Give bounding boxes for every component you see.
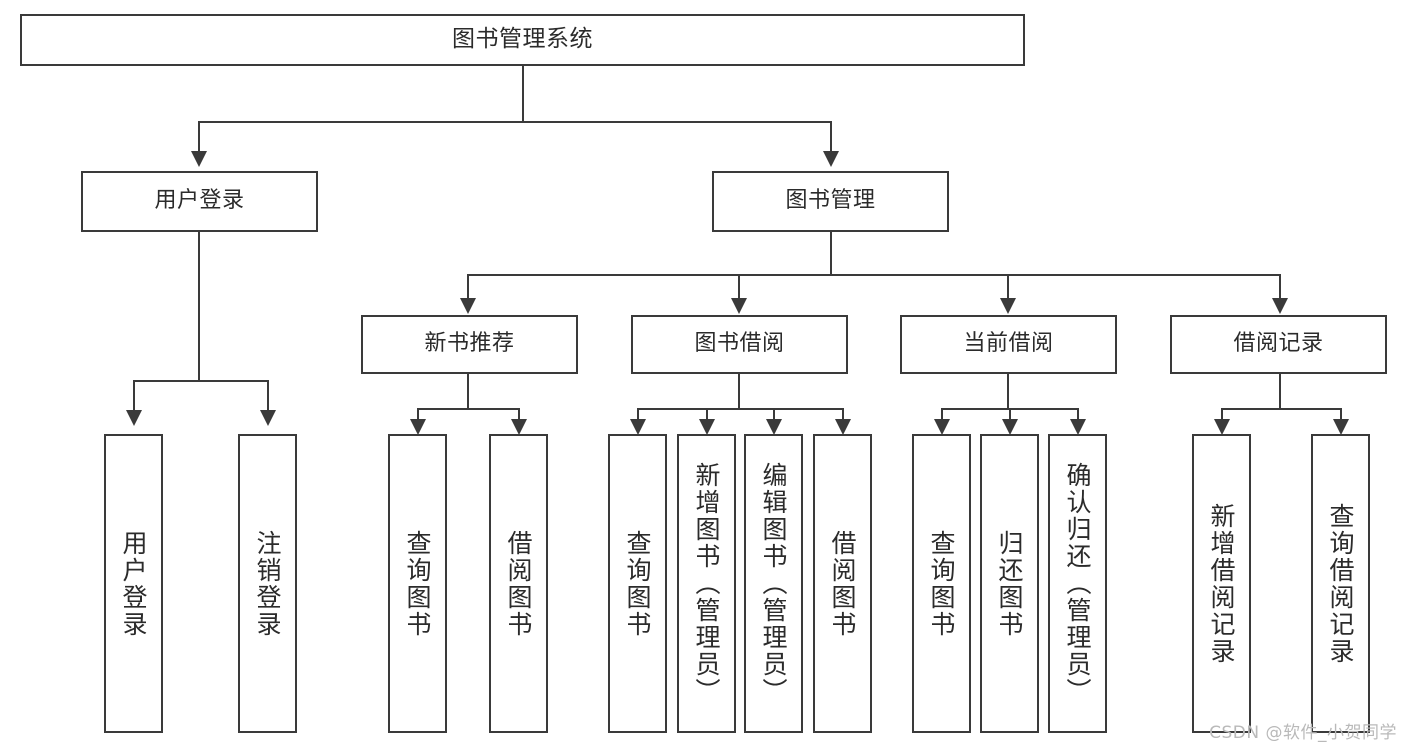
node-borrow-record[interactable]: 借阅记录 (1170, 315, 1387, 374)
connector-new-book-drop-1 (417, 408, 419, 420)
node-label: 查询图书 (403, 529, 432, 638)
node-label: 图书管理 (785, 188, 876, 214)
connector-user-login-stem (198, 232, 200, 380)
node-label: 新书推荐 (424, 331, 515, 357)
arrowhead-leaf-edit-book (766, 419, 782, 435)
leaf-edit-book[interactable]: 编辑图书（管理员） (744, 434, 803, 733)
leaf-add-record[interactable]: 新增借阅记录 (1192, 434, 1251, 733)
node-label: 借阅记录 (1233, 331, 1324, 357)
connector-book-borrow-drop-3 (773, 408, 775, 420)
leaf-borrow-book-1[interactable]: 借阅图书 (489, 434, 548, 733)
connector-new-book-bus (417, 408, 518, 410)
connector-root-stem (522, 66, 524, 121)
connector-user-login-bus (133, 380, 267, 382)
node-new-book-recommend[interactable]: 新书推荐 (361, 315, 578, 374)
node-label: 图书管理系统 (452, 26, 593, 53)
node-label: 图书借阅 (694, 331, 785, 357)
connector-book-management-stem (830, 232, 832, 274)
node-label: 借阅图书 (504, 529, 533, 638)
node-book-borrow[interactable]: 图书借阅 (631, 315, 848, 374)
arrowhead-leaf-add-book (699, 419, 715, 435)
connector-borrow-record-bus (1221, 408, 1340, 410)
arrowhead-leaf-query-book-3 (934, 419, 950, 435)
connector-to-user-login (198, 121, 200, 151)
connector-current-borrow-stem (1007, 374, 1009, 408)
watermark-text: CSDN @软件_小贺同学 (1209, 723, 1397, 743)
connector-borrow-record-drop-2 (1340, 408, 1342, 420)
node-book-management[interactable]: 图书管理 (712, 171, 949, 232)
leaf-logout-login[interactable]: 注销登录 (238, 434, 297, 733)
node-label: 新增图书（管理员） (692, 462, 721, 705)
connector-level3-bus (467, 274, 1279, 276)
connector-to-book-management (830, 121, 832, 151)
connector-to-new-book-recommend (467, 274, 469, 300)
arrowhead-leaf-query-record (1333, 419, 1349, 435)
connector-new-book-stem (467, 374, 469, 408)
connector-root-bus (198, 121, 830, 123)
connector-book-borrow-drop-4 (842, 408, 844, 420)
arrowhead-leaf-borrow-book-1 (511, 419, 527, 435)
node-label: 查询借阅记录 (1326, 502, 1355, 665)
arrowhead-current-borrow (1000, 298, 1016, 314)
leaf-query-book-2[interactable]: 查询图书 (608, 434, 667, 733)
node-label: 借阅图书 (828, 529, 857, 638)
connector-current-borrow-drop-1 (941, 408, 943, 420)
connector-user-login-drop-2 (267, 380, 269, 410)
leaf-query-book-3[interactable]: 查询图书 (912, 434, 971, 733)
arrowhead-leaf-user-login (126, 410, 142, 426)
connector-book-borrow-drop-2 (706, 408, 708, 420)
node-user-login[interactable]: 用户登录 (81, 171, 318, 232)
connector-book-borrow-stem (738, 374, 740, 408)
leaf-user-login[interactable]: 用户登录 (104, 434, 163, 733)
node-label: 归还图书 (995, 529, 1024, 638)
connector-book-borrow-drop-1 (637, 408, 639, 420)
arrowhead-book-management (823, 151, 839, 167)
connector-borrow-record-drop-1 (1221, 408, 1223, 420)
connector-current-borrow-drop-3 (1077, 408, 1079, 420)
connector-book-borrow-bus (637, 408, 842, 410)
node-label: 查询图书 (623, 529, 652, 638)
leaf-borrow-book-2[interactable]: 借阅图书 (813, 434, 872, 733)
connector-borrow-record-stem (1279, 374, 1281, 408)
node-root-system[interactable]: 图书管理系统 (20, 14, 1025, 66)
connector-to-borrow-record (1279, 274, 1281, 300)
connector-to-current-borrow (1007, 274, 1009, 300)
arrowhead-leaf-borrow-book-2 (835, 419, 851, 435)
leaf-query-book-1[interactable]: 查询图书 (388, 434, 447, 733)
arrowhead-leaf-query-book-2 (630, 419, 646, 435)
connector-to-book-borrow (738, 274, 740, 300)
node-label: 查询图书 (927, 529, 956, 638)
arrowhead-borrow-record (1272, 298, 1288, 314)
arrowhead-leaf-confirm-return (1070, 419, 1086, 435)
arrowhead-leaf-add-record (1214, 419, 1230, 435)
arrowhead-book-borrow (731, 298, 747, 314)
node-label: 注销登录 (253, 529, 282, 638)
node-label: 编辑图书（管理员） (759, 462, 788, 705)
arrowhead-leaf-query-book-1 (410, 419, 426, 435)
connector-current-borrow-drop-2 (1009, 408, 1011, 420)
node-label: 用户登录 (154, 188, 245, 214)
node-label: 确认归还（管理员） (1063, 462, 1092, 705)
node-label: 当前借阅 (963, 331, 1054, 357)
node-label: 新增借阅记录 (1207, 502, 1236, 665)
arrowhead-leaf-logout-login (260, 410, 276, 426)
node-label: 用户登录 (119, 529, 148, 638)
leaf-return-book[interactable]: 归还图书 (980, 434, 1039, 733)
leaf-query-record[interactable]: 查询借阅记录 (1311, 434, 1370, 733)
node-current-borrow[interactable]: 当前借阅 (900, 315, 1117, 374)
leaf-add-book[interactable]: 新增图书（管理员） (677, 434, 736, 733)
arrowhead-user-login (191, 151, 207, 167)
arrowhead-new-book-recommend (460, 298, 476, 314)
connector-new-book-drop-2 (518, 408, 520, 420)
connector-user-login-drop-1 (133, 380, 135, 410)
arrowhead-leaf-return-book (1002, 419, 1018, 435)
leaf-confirm-return[interactable]: 确认归还（管理员） (1048, 434, 1107, 733)
